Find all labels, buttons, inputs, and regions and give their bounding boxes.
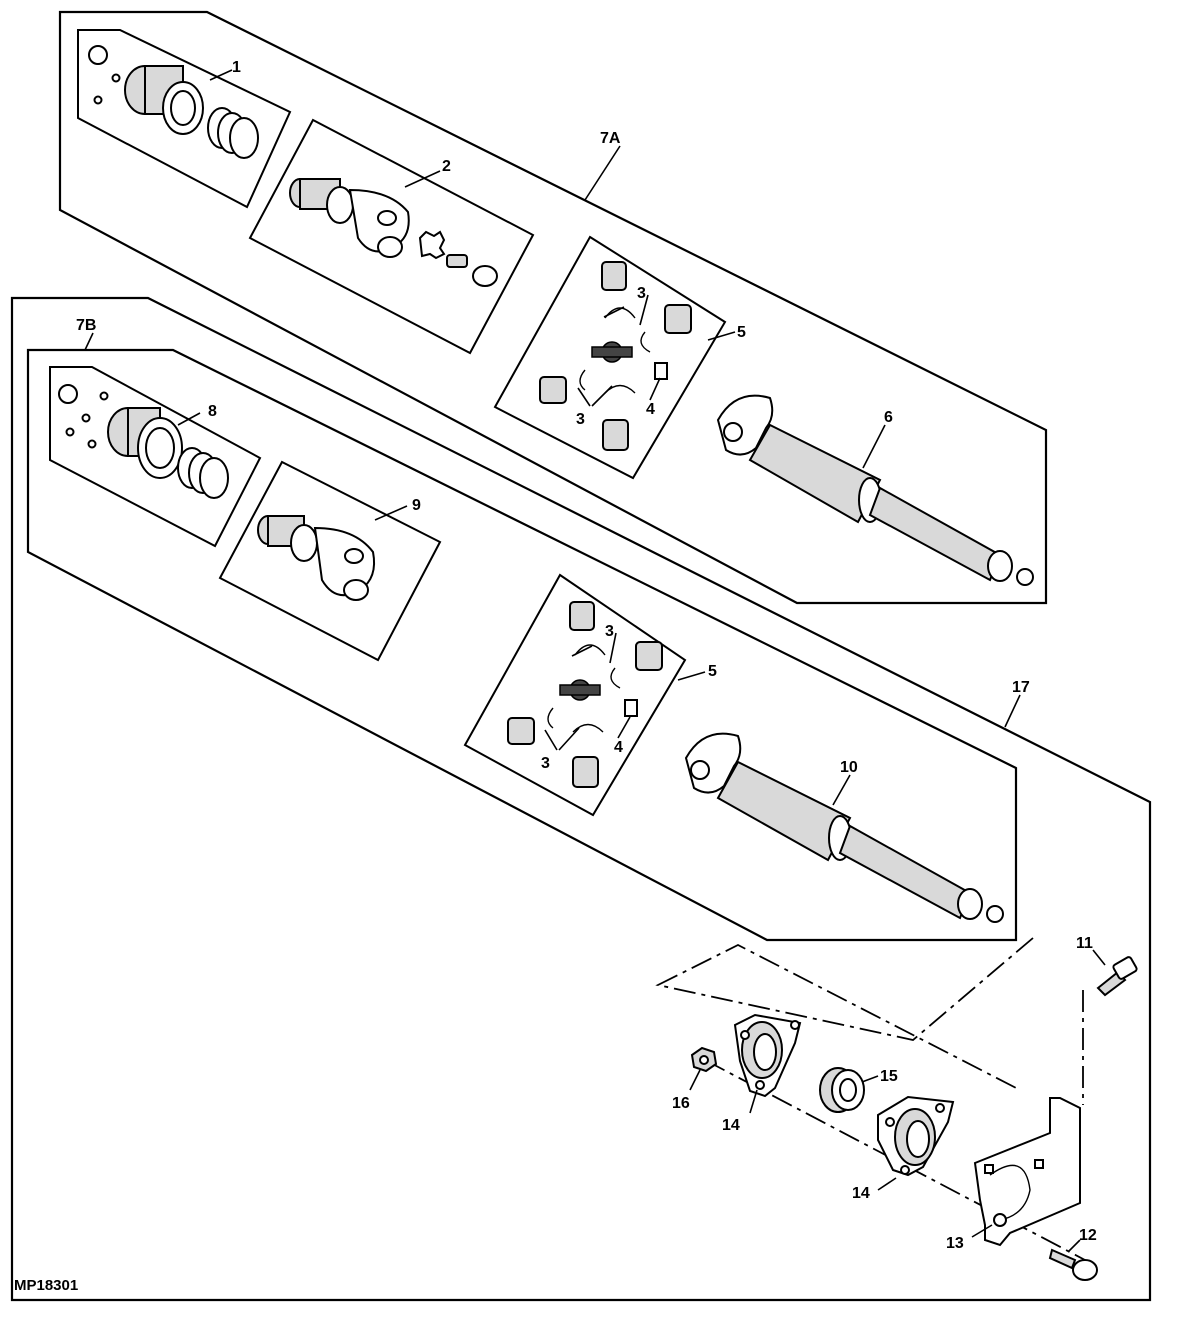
callout-3-upper-a: 3	[637, 285, 646, 302]
figure-id: MP18301	[14, 1277, 78, 1294]
callout-labels: 1 2 7A 3 5 3 4 6 7B 8 9 3 5 3 4 10 17 11…	[76, 59, 1097, 1252]
mounting-bracket-13	[973, 1097, 1081, 1247]
callout-9: 9	[412, 497, 421, 514]
part-group-9	[218, 460, 442, 662]
callout-4-upper: 4	[646, 401, 655, 418]
bearing-15	[819, 1067, 865, 1113]
assembly-frame-7b	[26, 348, 1018, 942]
callout-11: 11	[1076, 935, 1093, 952]
callout-14-right: 14	[852, 1185, 870, 1202]
cross-kit-lower	[463, 573, 687, 817]
assembly-dash-line	[655, 937, 1034, 1091]
callout-14-left: 14	[722, 1117, 740, 1134]
bolt-11	[1096, 956, 1138, 997]
callout-1: 1	[232, 59, 241, 76]
assembly-frame-7a	[58, 10, 1048, 605]
callout-3-lower-b: 3	[541, 755, 550, 772]
driveshaft-10	[684, 732, 1004, 923]
callout-15: 15	[880, 1068, 898, 1085]
callout-13: 13	[946, 1235, 964, 1252]
part-group-8	[49, 366, 262, 548]
callout-5-lower: 5	[708, 663, 717, 680]
callout-3-lower-a: 3	[605, 623, 614, 640]
bolt-12	[1048, 1248, 1098, 1281]
callout-10: 10	[840, 759, 858, 776]
part-group-2	[248, 118, 535, 355]
nut-16	[690, 1046, 718, 1073]
callout-6: 6	[884, 409, 893, 426]
callout-16: 16	[672, 1095, 690, 1112]
part-group-1	[77, 29, 292, 209]
leader-lines	[84, 69, 1106, 1253]
cross-kit-upper	[493, 235, 727, 480]
callout-12: 12	[1079, 1227, 1097, 1244]
callout-2: 2	[442, 158, 451, 175]
callout-7a: 7A	[600, 130, 621, 147]
driveshaft-6	[716, 394, 1034, 586]
callout-7b: 7B	[76, 317, 96, 334]
callout-17: 17	[1012, 679, 1030, 696]
callout-5-upper: 5	[737, 324, 746, 341]
assembly-frame-17	[10, 296, 1152, 1302]
flange-14-right	[877, 1095, 955, 1177]
callout-3-upper-b: 3	[576, 411, 585, 428]
callout-4-lower: 4	[614, 739, 623, 756]
callout-8: 8	[208, 403, 217, 420]
flange-14-left	[733, 1013, 802, 1098]
